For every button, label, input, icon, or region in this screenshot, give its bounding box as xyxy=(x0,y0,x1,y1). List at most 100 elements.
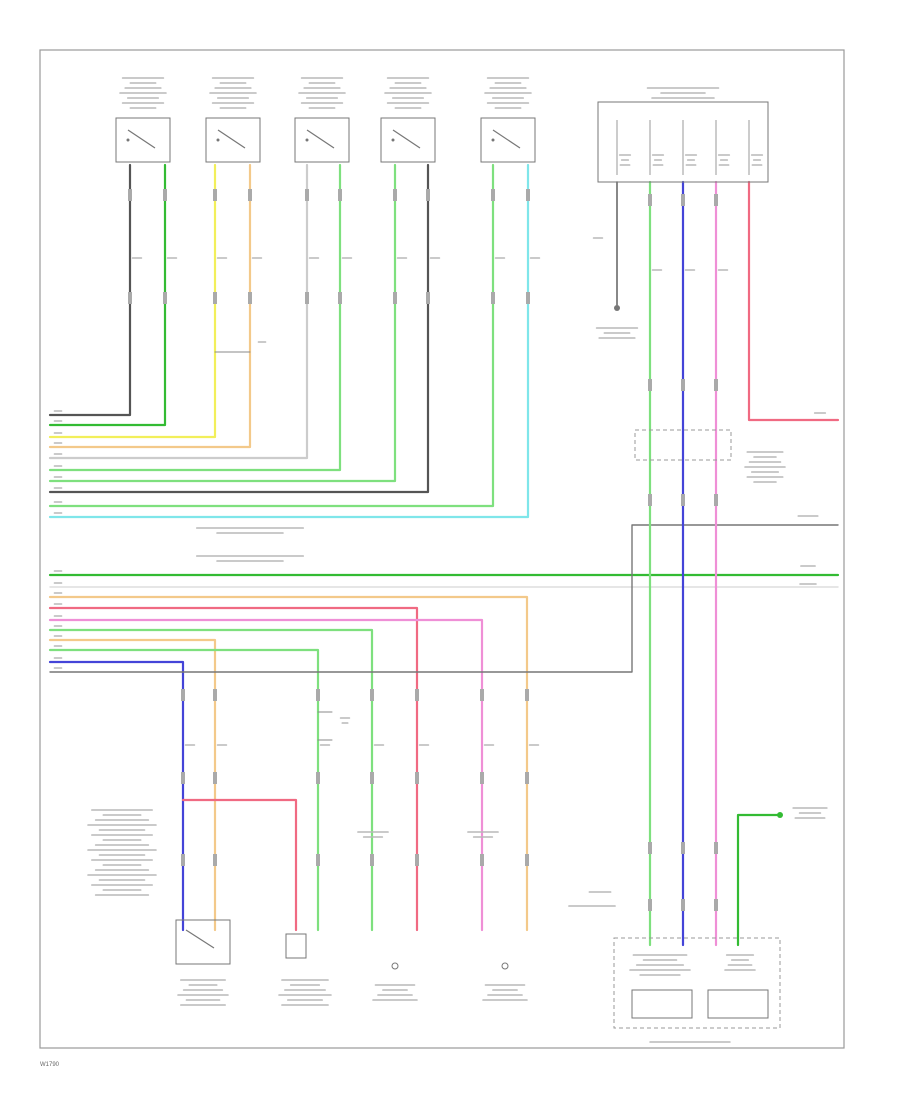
sensor-box xyxy=(285,933,307,959)
switch-pivot xyxy=(491,138,495,142)
connector-pin xyxy=(525,854,529,866)
switch-box xyxy=(480,117,536,163)
control-module-box xyxy=(597,101,769,183)
wire xyxy=(48,628,374,932)
connector-pin xyxy=(370,772,374,784)
components xyxy=(115,101,783,1029)
instrument-cluster-box xyxy=(613,937,781,1029)
connector-pin xyxy=(305,189,309,201)
connector-pin xyxy=(648,899,652,911)
buckle-switch-box xyxy=(175,919,231,965)
wire xyxy=(48,648,320,932)
diagram-code: W1790 xyxy=(40,1062,60,1068)
switch-box xyxy=(294,117,350,163)
connector-pin xyxy=(681,194,685,206)
ground-symbol xyxy=(391,962,399,970)
ground-symbol xyxy=(614,305,620,311)
switch-pivot xyxy=(391,138,395,142)
connector-pin xyxy=(248,292,252,304)
buckle-switch-contact xyxy=(185,929,215,949)
wires xyxy=(48,163,840,947)
diagram-frame xyxy=(39,49,845,1049)
connector-pin xyxy=(393,189,397,201)
connector-pin xyxy=(316,689,320,701)
connector-pin xyxy=(681,899,685,911)
ground-symbol xyxy=(501,962,509,970)
wire xyxy=(48,163,530,519)
connector-pin xyxy=(714,494,718,506)
wire xyxy=(48,163,342,472)
outer-border xyxy=(39,49,845,1049)
switch-box xyxy=(205,117,261,163)
connector-pin xyxy=(128,189,132,201)
connector-pin xyxy=(370,689,374,701)
connector-pin xyxy=(480,772,484,784)
wire xyxy=(48,618,484,932)
connector-pin xyxy=(181,772,185,784)
connector-pin xyxy=(316,772,320,784)
connector-pin xyxy=(128,292,132,304)
connector-pin xyxy=(714,194,718,206)
switch-contact xyxy=(217,129,246,149)
connector-pin xyxy=(415,689,419,701)
connector-pin xyxy=(370,854,374,866)
connector-pin xyxy=(648,194,652,206)
connector-pin xyxy=(491,189,495,201)
connector-pin xyxy=(480,689,484,701)
connector-pin xyxy=(681,494,685,506)
cluster-indicator xyxy=(707,989,769,1019)
switch-contact xyxy=(392,129,421,149)
wire xyxy=(48,163,252,449)
connector-pin xyxy=(415,854,419,866)
wire xyxy=(48,660,185,932)
connector-pin xyxy=(648,494,652,506)
wire xyxy=(48,606,419,932)
wire xyxy=(49,524,839,673)
connector-pin xyxy=(213,292,217,304)
connector-end xyxy=(777,812,783,818)
wire xyxy=(747,180,840,422)
wire xyxy=(48,163,309,460)
wire xyxy=(48,163,397,483)
connector-pin xyxy=(213,854,217,866)
connector-pin xyxy=(338,292,342,304)
connector-pin xyxy=(648,842,652,854)
switch-pivot xyxy=(216,138,220,142)
connector-pin xyxy=(213,772,217,784)
connector-pin xyxy=(426,292,430,304)
switch-box xyxy=(115,117,171,163)
connector-pin xyxy=(415,772,419,784)
wire xyxy=(736,813,780,947)
wire xyxy=(48,163,167,427)
connector-pin xyxy=(525,772,529,784)
wire xyxy=(48,638,217,932)
wire xyxy=(48,163,430,494)
connector-pin xyxy=(426,189,430,201)
connector-pin xyxy=(526,189,530,201)
switch-box xyxy=(380,117,436,163)
connector-pin xyxy=(681,842,685,854)
connector-pin xyxy=(305,292,309,304)
connector-pin xyxy=(248,189,252,201)
wire xyxy=(48,163,217,439)
connector-pin xyxy=(714,899,718,911)
connector-pin xyxy=(213,689,217,701)
labels xyxy=(53,77,828,1043)
wire xyxy=(48,595,529,932)
connector-pin xyxy=(648,379,652,391)
connector-pin xyxy=(714,842,718,854)
cluster-indicator xyxy=(631,989,693,1019)
connector-pin xyxy=(526,292,530,304)
connector-pin xyxy=(338,189,342,201)
wire xyxy=(181,798,298,932)
switch-pivot xyxy=(305,138,309,142)
connector-pin xyxy=(181,854,185,866)
connector-pin xyxy=(163,292,167,304)
connector-pin xyxy=(714,379,718,391)
switch-contact xyxy=(306,129,335,149)
connector-pin xyxy=(163,189,167,201)
connector-pin xyxy=(181,689,185,701)
connector-pin xyxy=(480,854,484,866)
switch-pivot xyxy=(126,138,130,142)
